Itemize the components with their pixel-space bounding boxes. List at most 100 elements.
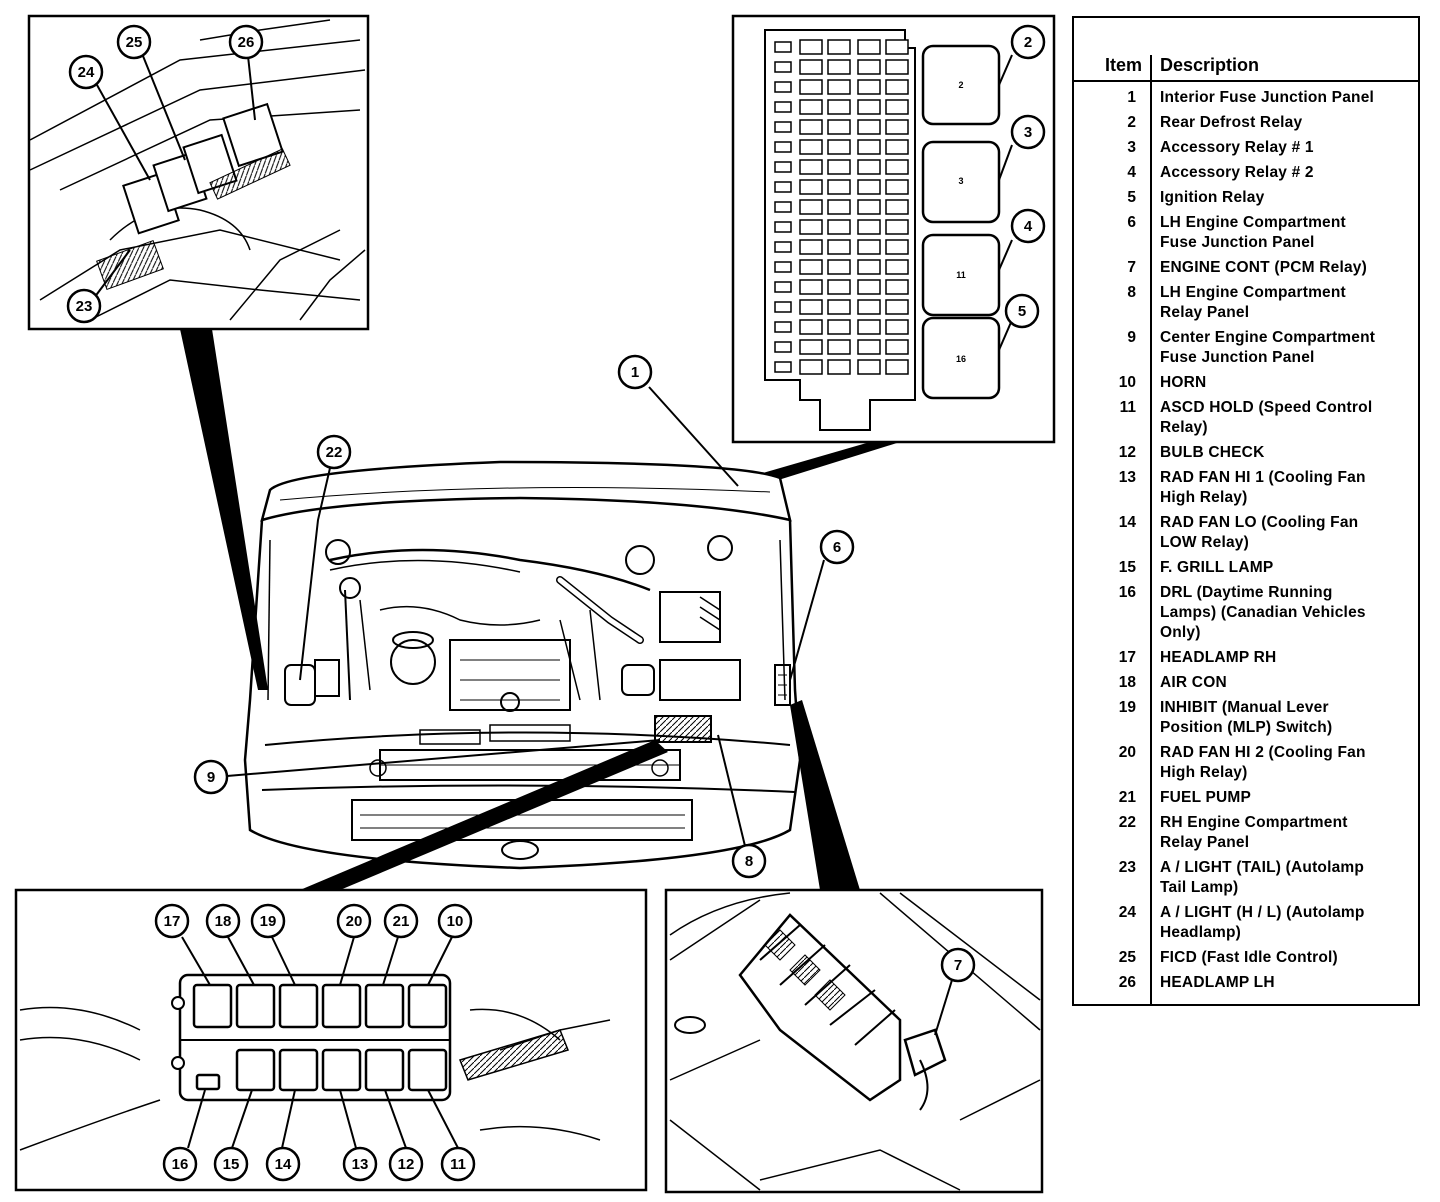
legend-row-description: BULB CHECK <box>1160 444 1265 461</box>
fuse-slot <box>827 239 851 255</box>
callout-13: 13 <box>352 1156 369 1173</box>
callout-26: 26 <box>238 34 255 51</box>
fuse-slot <box>827 119 851 135</box>
legend-row-item: 22 <box>1118 814 1136 831</box>
fuse-slot <box>857 219 881 235</box>
fuse-slot <box>827 79 851 95</box>
fuse-slot <box>885 299 909 315</box>
fuse-slot <box>827 59 851 75</box>
fuse-slot <box>857 239 881 255</box>
legend-row-description: AIR CON <box>1160 674 1227 691</box>
legend-row-description: DRL (Daytime Running Lamps) (Canadian Ve… <box>1160 584 1366 641</box>
fuse-slot <box>827 259 851 275</box>
legend-row-description: ENGINE CONT (PCM Relay) <box>1160 259 1367 276</box>
legend-row-description: HEADLAMP RH <box>1160 649 1277 666</box>
legend-row-description: F. GRILL LAMP <box>1160 559 1274 576</box>
callout-25: 25 <box>126 34 143 51</box>
main-view-callouts: 1 22 6 9 8 <box>193 354 855 879</box>
pointer-top-left <box>180 329 268 690</box>
fuse-slot <box>799 39 823 55</box>
inset-interior-fuse-panel: 2 3 11 16 2 3 4 5 <box>731 14 1056 444</box>
callout-4: 4 <box>1024 218 1033 235</box>
callout-5: 5 <box>1018 303 1026 320</box>
legend-row-description: INHIBIT (Manual Lever Position (MLP) Swi… <box>1160 699 1333 736</box>
legend-row-item: 6 <box>1127 214 1136 231</box>
fuse-slot <box>885 319 909 335</box>
fuse-slot <box>857 99 881 115</box>
fuse-slot <box>857 59 881 75</box>
fuse-slot <box>799 159 823 175</box>
fuse-slot <box>885 279 909 295</box>
legend-row-description: RH Engine Compartment Relay Panel <box>1160 814 1348 851</box>
callout-19: 19 <box>260 913 277 930</box>
fuse-slot <box>827 179 851 195</box>
fuse-slot-small <box>774 121 792 133</box>
fuse-slot <box>857 119 881 135</box>
legend-item-header: Item <box>1104 55 1142 75</box>
legend-row-item: 10 <box>1118 374 1136 391</box>
callout-10: 10 <box>447 913 464 930</box>
fuse-slot-small <box>774 161 792 173</box>
legend-row-item: 13 <box>1118 469 1136 486</box>
legend-row: 22 RH Engine Compartment Relay Panel <box>1074 813 1418 853</box>
fuse-slot <box>857 279 881 295</box>
inset-center-relay-panel: 17 18 19 20 21 10 16 15 14 13 12 11 <box>14 888 648 1192</box>
inset-top-left: 24 25 26 23 <box>27 14 370 331</box>
fuse-slot <box>857 359 881 375</box>
fuse-slot <box>827 359 851 375</box>
callout-1: 1 <box>631 364 639 381</box>
callout-18: 18 <box>215 913 232 930</box>
legend-row-description: Accessory Relay # 1 <box>1160 139 1314 156</box>
callout-14: 14 <box>275 1156 292 1173</box>
callout-23: 23 <box>76 298 93 315</box>
legend-row-item: 12 <box>1118 444 1136 461</box>
legend-row-item: 19 <box>1118 699 1136 716</box>
legend-row-item: 5 <box>1127 189 1136 206</box>
fuse-slot-small <box>774 261 792 273</box>
fuse-slot <box>857 199 881 215</box>
fuse-slot <box>857 299 881 315</box>
legend-row-item: 26 <box>1118 974 1136 991</box>
fuse-slot <box>885 59 909 75</box>
fuse-slot <box>827 319 851 335</box>
legend-row-description: Accessory Relay # 2 <box>1160 164 1314 181</box>
fuse-slot <box>885 159 909 175</box>
inset-lh-relay-panel: 7 <box>664 888 1044 1194</box>
legend-header: Item Description <box>1074 18 1418 82</box>
fuse-slot <box>885 119 909 135</box>
callout-8: 8 <box>745 853 753 870</box>
fuse-slot <box>857 159 881 175</box>
callout-16: 16 <box>172 1156 189 1173</box>
fuse-slot <box>799 299 823 315</box>
fuse-slot <box>885 39 909 55</box>
fuse-slot <box>827 159 851 175</box>
fuse-slot <box>885 99 909 115</box>
fuse-slot-small <box>774 221 792 233</box>
callout-21: 21 <box>393 913 410 930</box>
fuse-slot <box>827 299 851 315</box>
fuse-slot <box>799 259 823 275</box>
fuse-slot-small <box>774 141 792 153</box>
callout-6: 6 <box>833 539 841 556</box>
legend-description-header: Description <box>1160 55 1260 75</box>
fuse-slot <box>885 79 909 95</box>
fuse-slot-small <box>774 41 792 53</box>
callout-20: 20 <box>346 913 363 930</box>
legend-row-description: A / LIGHT (H / L) (Autolamp Headlamp) <box>1160 904 1365 941</box>
legend-row-item: 18 <box>1118 674 1136 691</box>
